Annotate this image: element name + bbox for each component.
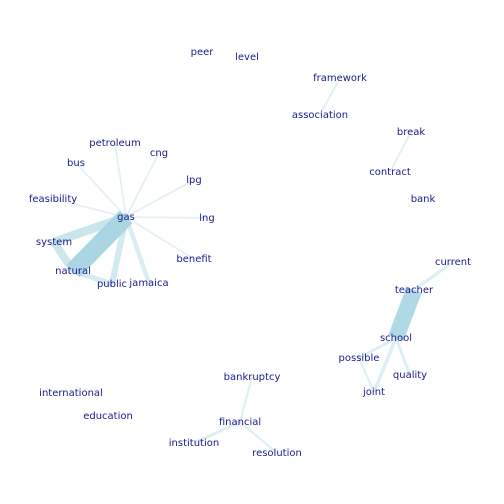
node-label-school: school — [380, 333, 412, 344]
node-label-peer: peer — [191, 47, 215, 58]
node-label-cng: cng — [150, 148, 168, 159]
edge-school-quality — [394, 337, 412, 376]
edge-association-framework — [319, 77, 341, 116]
node-label-bank: bank — [411, 194, 436, 205]
edge-school-joint — [372, 337, 398, 393]
node-label-jamaica: jamaica — [128, 278, 168, 289]
node-label-possible: possible — [339, 353, 380, 364]
edge-teacher-school — [388, 287, 422, 341]
edge-natural-public — [72, 268, 113, 287]
node-label-level: level — [235, 52, 259, 63]
node-label-system: system — [36, 237, 72, 248]
node-label-financial: financial — [219, 417, 261, 428]
edge-contract-break — [389, 131, 412, 173]
node-label-quality: quality — [393, 370, 427, 381]
node-label-break: break — [397, 127, 426, 138]
edge-possible-joint — [357, 357, 376, 393]
edge-financial-institution — [193, 420, 241, 445]
node-label-association: association — [292, 110, 348, 121]
node-label-framework: framework — [313, 73, 367, 84]
edge-gas-bus — [75, 162, 127, 218]
node-label-petroleum: petroleum — [89, 138, 140, 149]
node-label-international: international — [39, 388, 103, 399]
node-label-joint: joint — [362, 387, 385, 398]
edge-teacher-current — [413, 260, 454, 292]
node-label-teacher: teacher — [395, 285, 434, 296]
edge-gas-jamaica — [123, 216, 152, 284]
node-label-resolution: resolution — [252, 448, 302, 459]
node-label-feasibility: feasibility — [29, 194, 77, 205]
edge-financial-resolution — [239, 421, 278, 454]
edge-gas-benefit — [125, 216, 195, 260]
node-label-natural: natural — [55, 266, 91, 277]
edge-school-possible — [358, 336, 397, 360]
edge-gas-public — [109, 216, 129, 285]
edge-gas-system — [52, 212, 128, 247]
edge-financial-bankruptcy — [238, 376, 254, 423]
node-label-benefit: benefit — [176, 254, 211, 265]
edge-gas-lng — [125, 216, 208, 219]
node-label-bankruptcy: bankruptcy — [224, 372, 281, 383]
node-label-lng: lng — [199, 213, 214, 224]
edge-gas-cng — [125, 152, 160, 218]
edge-gas-petroleum — [114, 142, 127, 218]
node-label-education: education — [83, 411, 133, 422]
edge-gas-lpg — [125, 179, 195, 218]
edge-natural-system — [50, 239, 77, 274]
node-label-contract: contract — [369, 167, 411, 178]
node-label-layer: peer level framework association break contra… — [29, 47, 471, 459]
node-label-bus: bus — [67, 158, 85, 169]
edge-layer — [50, 77, 454, 454]
node-label-gas: gas — [117, 212, 135, 223]
node-label-public: public — [97, 279, 127, 290]
edge-gas-feasibility — [52, 198, 127, 218]
edge-gas-natural — [66, 210, 133, 278]
node-label-current: current — [435, 257, 471, 268]
node-label-lpg: lpg — [186, 175, 201, 186]
node-label-institution: institution — [169, 438, 219, 449]
